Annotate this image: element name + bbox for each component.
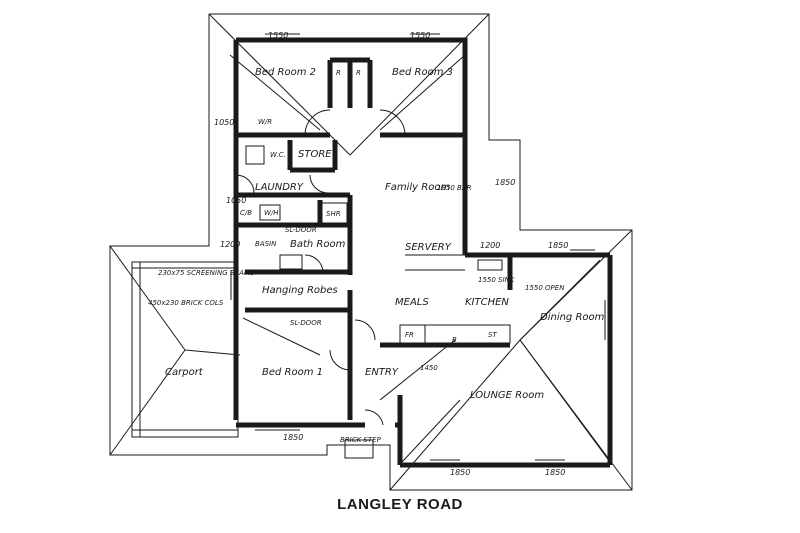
label-sl-door-1: SL-DOOR — [285, 226, 317, 234]
dimension-label: 1050 — [226, 196, 246, 205]
room-label-hanging: Hanging Robes — [262, 285, 338, 296]
label-r1: R — [336, 69, 341, 77]
dimension-label: 1550 — [268, 31, 288, 40]
label-brick-cols: 450x230 BRICK COLS — [148, 299, 224, 307]
label-bar: 1850 BAR — [437, 184, 472, 192]
roof-hip-line — [109, 245, 186, 351]
door-swing — [354, 319, 376, 341]
room-label-lounge: LOUNGE Room — [470, 390, 544, 401]
label-st: ST — [488, 331, 497, 339]
door-swing — [364, 409, 384, 426]
room-label-laundry: LAUNDRY — [255, 182, 304, 193]
label-sl-door-2: SL-DOOR — [290, 319, 322, 327]
street-name: LANGLEY ROAD — [337, 496, 463, 513]
room-label-meals: MEALS — [395, 297, 429, 308]
dimension-label: 1850 — [450, 468, 470, 477]
dimension-label: 1200 — [480, 241, 500, 250]
door-swing — [309, 174, 329, 194]
door-swing — [304, 109, 331, 136]
roof-hip-line — [208, 13, 351, 156]
dimension-label: 1050 — [214, 118, 234, 127]
roof-hip-line — [242, 317, 321, 356]
label-cb: C/B — [240, 209, 252, 217]
label-wc: W.C. — [270, 151, 286, 159]
label-fr: FR — [405, 331, 414, 339]
dimension-label: 1850 — [283, 433, 303, 442]
roof-hip-line — [519, 339, 611, 463]
dimension-label: 1850 — [548, 241, 568, 250]
dimension-label: 1550 — [410, 31, 430, 40]
room-label-store: STORE — [298, 149, 332, 160]
roof-hip-line — [379, 339, 456, 401]
room-label-servery: SERVERY — [405, 242, 452, 253]
room-label-bed2: Bed Room 2 — [255, 67, 316, 78]
room-label-bed3: Bed Room 3 — [392, 67, 453, 78]
door-swing — [304, 254, 324, 273]
room-label-dining: Dining Room — [540, 312, 605, 323]
room-label-kitchen: KITCHEN — [465, 297, 509, 308]
label-bath-tub: 1450 — [420, 364, 438, 372]
room-label-entry: ENTRY — [365, 367, 399, 378]
shower — [321, 202, 348, 224]
dimension-label: 1850 — [545, 468, 565, 477]
label-screening-beams: 230x75 SCREENING BEAMS — [158, 269, 255, 277]
roof-hip-line — [184, 349, 241, 356]
sink — [477, 259, 503, 271]
label-b: B — [452, 336, 457, 344]
dimension-label: 1850 — [495, 178, 515, 187]
bath-tub — [279, 254, 303, 270]
brick-step — [344, 439, 374, 459]
wall — [236, 37, 468, 170]
wc-pan — [245, 145, 265, 165]
room-label-carport: Carport — [165, 367, 204, 378]
label-r2: R — [356, 69, 361, 77]
roof-hip-line — [401, 399, 461, 463]
label-sink: 1550 SINK — [478, 276, 516, 284]
label-wh: W/H — [264, 209, 279, 217]
room-label-bed1: Bed Room 1 — [262, 367, 323, 378]
door-swing — [379, 109, 406, 136]
room-label-bath: Bath Room — [290, 239, 346, 250]
roof-hip-line — [379, 54, 466, 131]
wh-unit — [259, 204, 281, 221]
dimension-label: 1200 — [220, 240, 240, 249]
label-brick-step: BRICK STEP — [340, 436, 382, 444]
roof-hip-line — [519, 259, 601, 341]
label-wr: W/R — [258, 118, 272, 126]
roof-hip-line — [109, 349, 186, 456]
door-swing — [235, 174, 255, 194]
roof-hip-line — [229, 54, 321, 131]
label-shr: SHR — [326, 210, 341, 218]
label-basin: BASIN — [255, 240, 277, 248]
door-swing — [329, 349, 351, 371]
room-label-family: Family Room — [385, 182, 450, 193]
fridge — [399, 324, 426, 344]
label-open: 1550 OPEN — [525, 284, 565, 292]
